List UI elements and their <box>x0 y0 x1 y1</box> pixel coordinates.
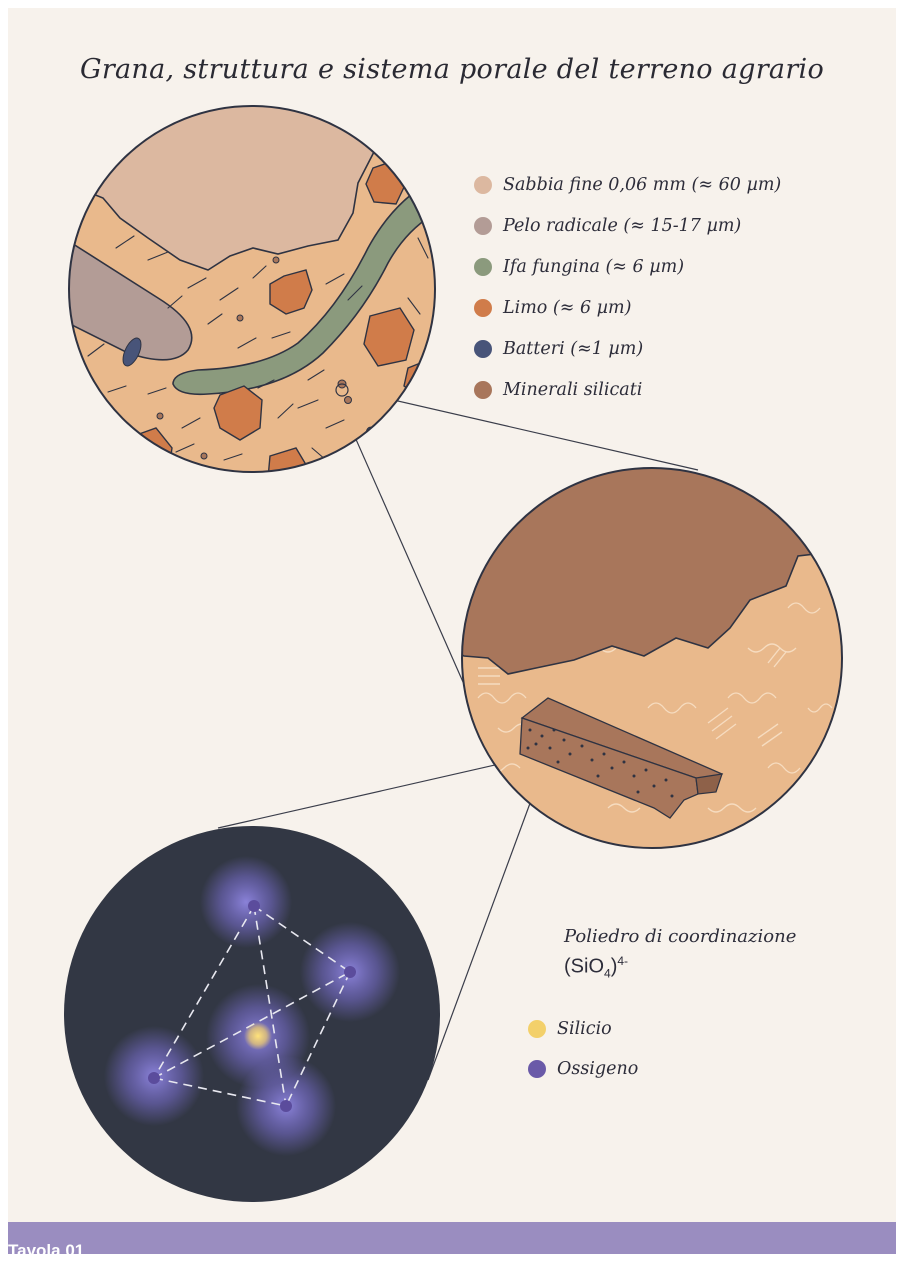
legend-item-root-hair: Pelo radicale (≈ 15-17 µm) <box>474 205 781 246</box>
legend-item-hypha: Ifa fungina (≈ 6 µm) <box>474 246 781 287</box>
legend-item-bacteria: Batteri (≈1 µm) <box>474 328 781 369</box>
legend-label: Silicio <box>557 1019 612 1039</box>
legend-item-silicon: Silicio <box>528 1009 638 1049</box>
legend-label: Ossigeno <box>557 1059 638 1079</box>
oxygen-swatch <box>528 1060 546 1078</box>
illustration-plate: Grana, struttura e sistema porale del te… <box>8 8 896 1222</box>
legend-item-silt: Limo (≈ 6 µm) <box>474 287 781 328</box>
legend-item-silicates: Minerali silicati <box>474 369 781 410</box>
polyhedron-heading: Poliedro di coordinazione <box>564 926 796 947</box>
legend-label: Batteri (≈1 µm) <box>503 339 643 359</box>
silicate-grain-circle <box>448 458 868 858</box>
sand-swatch <box>474 176 492 194</box>
legend-label: Pelo radicale (≈ 15-17 µm) <box>503 216 741 236</box>
silicon-atom <box>244 1022 272 1050</box>
silicon-swatch <box>528 1020 546 1038</box>
legend-label: Sabbia fine 0,06 mm (≈ 60 µm) <box>503 175 781 195</box>
soil-legend: Sabbia fine 0,06 mm (≈ 60 µm) Pelo radic… <box>474 164 781 410</box>
polyhedron-formula: (SiO4)4- <box>564 954 628 981</box>
hypha-swatch <box>474 258 492 276</box>
bacteria-swatch <box>474 340 492 358</box>
plate-number: Tavola 01 <box>8 1241 84 1261</box>
legend-label: Minerali silicati <box>503 380 642 400</box>
soil-aggregate-circle <box>38 98 458 484</box>
atom-legend: Silicio Ossigeno <box>528 1009 638 1089</box>
root-hair-swatch <box>474 217 492 235</box>
legend-item-oxygen: Ossigeno <box>528 1049 638 1089</box>
legend-label: Ifa fungina (≈ 6 µm) <box>503 257 684 277</box>
footer-band: Tavola 01 <box>8 1222 896 1254</box>
formula-base: (SiO <box>564 956 604 978</box>
tetrahedron-circle <box>58 818 458 1218</box>
legend-item-sand: Sabbia fine 0,06 mm (≈ 60 µm) <box>474 164 781 205</box>
formula-charge: 4- <box>617 954 628 968</box>
silt-swatch <box>474 299 492 317</box>
formula-subscript: 4 <box>604 967 611 981</box>
legend-label: Limo (≈ 6 µm) <box>503 298 631 318</box>
silicates-swatch <box>474 381 492 399</box>
